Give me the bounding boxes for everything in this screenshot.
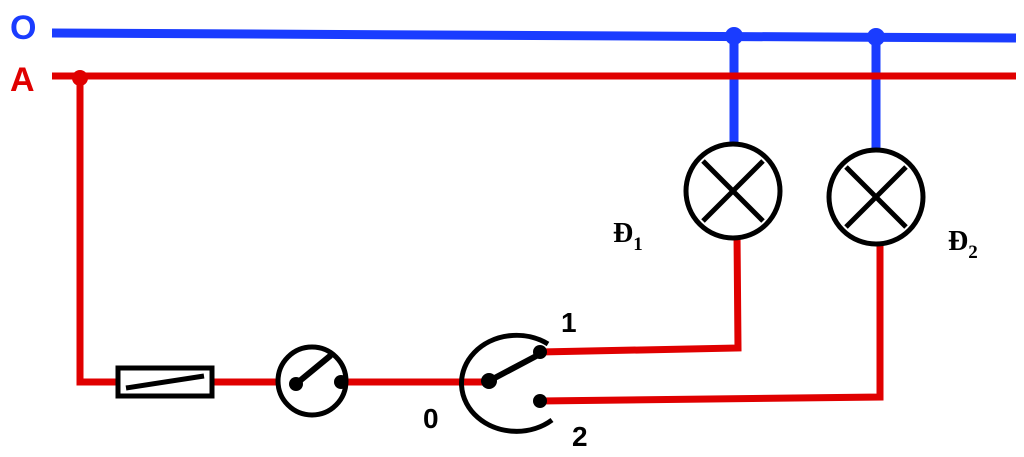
fuse bbox=[115, 365, 215, 399]
wire-contact1-to-lamp1 bbox=[539, 233, 742, 356]
label-lamp2-subscript: 2 bbox=[968, 242, 978, 263]
phase-drop-to-fuse bbox=[76, 78, 118, 386]
label-lamp1: Đ1 bbox=[613, 218, 643, 255]
single-pole-switch bbox=[275, 344, 349, 418]
changeover-switch bbox=[459, 332, 554, 434]
contact-2 bbox=[533, 394, 547, 408]
phase-wires bbox=[52, 72, 1016, 405]
label-lamp2-letter: Đ bbox=[948, 226, 968, 257]
label-phase-A: A bbox=[10, 61, 35, 99]
label-lamp1-letter: Đ bbox=[613, 218, 633, 249]
label-switch-position-1: 1 bbox=[561, 307, 577, 338]
label-switch-position-2: 2 bbox=[572, 421, 588, 452]
label-lamp2: Đ2 bbox=[948, 226, 978, 263]
phase-junction bbox=[72, 70, 88, 86]
label-lamp1-subscript: 1 bbox=[633, 234, 643, 255]
label-switch-common-0: 0 bbox=[423, 403, 439, 434]
lamp-1 bbox=[683, 141, 783, 241]
wire-contact2-to-lamp2 bbox=[539, 242, 884, 405]
neutral-junction-2 bbox=[867, 28, 885, 46]
contact-1 bbox=[533, 345, 547, 359]
lamp-2 bbox=[826, 147, 926, 247]
neutral-junction-1 bbox=[725, 27, 743, 45]
neutral-wires bbox=[51, 28, 1017, 153]
label-neutral-O: O bbox=[10, 9, 36, 47]
neutral-main-line bbox=[51, 28, 1017, 43]
